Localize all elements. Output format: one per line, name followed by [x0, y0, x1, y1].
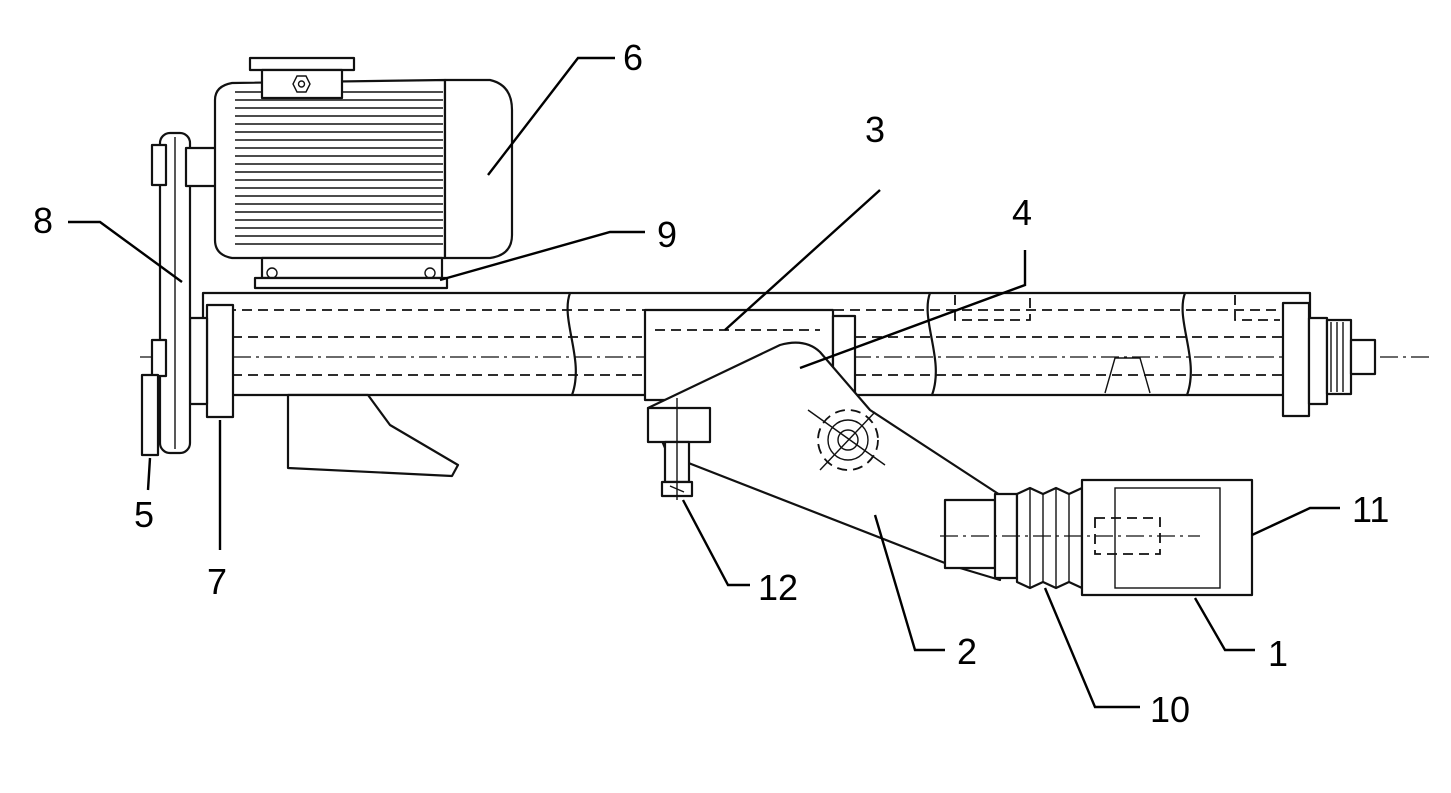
label-4: 4 — [1012, 192, 1032, 233]
leader-1 — [1193, 597, 1255, 652]
label-9: 9 — [657, 214, 677, 255]
leader-9 — [439, 230, 645, 282]
nozzle-assembly — [940, 478, 1254, 597]
label-6: 6 — [623, 37, 643, 78]
label-2: 2 — [957, 631, 977, 672]
left-bearing — [188, 303, 235, 419]
label-8: 8 — [33, 200, 53, 241]
belt-drive — [140, 131, 218, 457]
leader-11 — [1251, 506, 1340, 537]
beam-support — [286, 393, 460, 478]
label-7: 7 — [207, 561, 227, 602]
leader-10 — [1043, 587, 1140, 709]
leader-12 — [681, 499, 750, 587]
label-12: 12 — [758, 567, 798, 608]
leader-2 — [873, 514, 945, 652]
leader-8 — [68, 220, 183, 283]
clamp-bolt — [646, 398, 712, 500]
swing-arm — [646, 341, 1002, 582]
part-labels: 1 2 3 4 5 6 7 8 9 10 11 12 — [33, 37, 1389, 730]
leader-5 — [146, 457, 152, 491]
leader-4 — [799, 250, 1027, 370]
electric-motor — [213, 56, 514, 290]
leader-lines — [68, 56, 1340, 709]
right-end-pulley — [1281, 301, 1377, 418]
label-3: 3 — [865, 109, 885, 150]
label-5: 5 — [134, 494, 154, 535]
label-11: 11 — [1352, 489, 1389, 530]
label-10: 10 — [1150, 689, 1190, 730]
label-1: 1 — [1268, 633, 1288, 674]
leader-6 — [487, 56, 615, 176]
leader-3 — [724, 189, 881, 331]
